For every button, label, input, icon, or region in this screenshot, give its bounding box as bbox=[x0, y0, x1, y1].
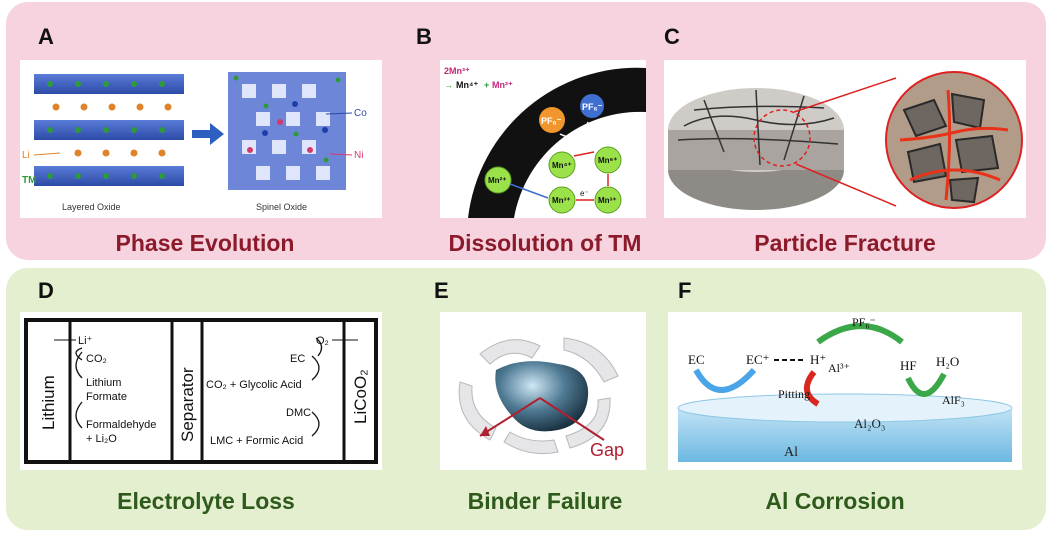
dmc-label: DMC bbox=[286, 407, 311, 419]
formaldehyde-label: Formaldehyde bbox=[86, 419, 156, 431]
particle-fracture-diagram bbox=[668, 71, 1023, 210]
al-corrosion-diagram: EC EC⁺ H⁺ Al³⁺ PF₆⁻ Pitting HF H₂O AlF₃ … bbox=[677, 315, 1013, 462]
panel-d-letter: D bbox=[38, 278, 54, 303]
h2o-label: H₂O bbox=[936, 354, 959, 369]
electrolyte-loss-diagram: Lithium Separator LiCoO₂ Li⁺ CO₂ Lithium… bbox=[24, 318, 378, 464]
phase-evolution-caption: Phase Evolution bbox=[115, 230, 295, 256]
mn6-label: Mn⁶⁺ bbox=[598, 156, 617, 165]
panel-c-image bbox=[664, 60, 1026, 218]
spinel-oxide-grid bbox=[228, 72, 346, 190]
ni-label: Ni bbox=[354, 150, 363, 161]
co-label: Co bbox=[354, 108, 367, 119]
eq-left: 2Mn³⁺ bbox=[444, 66, 470, 76]
co2-label: CO₂ bbox=[86, 353, 107, 365]
h-plus-label: H⁺ bbox=[810, 352, 826, 367]
formate-label: Formate bbox=[86, 391, 127, 403]
panel-e-letter: E bbox=[434, 278, 449, 303]
mn3-left-label: Mn³⁺ bbox=[552, 196, 570, 205]
lithium-word-label: Lithium bbox=[86, 377, 121, 389]
eq-right2: Mn²⁺ bbox=[492, 80, 513, 90]
electron-label-2: e⁻ bbox=[580, 189, 589, 198]
li-label: Li bbox=[22, 150, 30, 161]
panel-e-image: Gap bbox=[440, 312, 646, 470]
dissolution-diagram: 2Mn³⁺ → Mn⁴⁺ + Mn²⁺ PF₆⁻ PF₆⁻ e⁻ Mn⁴⁺ Mn… bbox=[444, 66, 646, 218]
glycolic-label: CO₂ + Glycolic Acid bbox=[206, 379, 302, 391]
panel-a-letter: A bbox=[38, 24, 54, 49]
pf6-orange-label: PF₆⁻ bbox=[541, 116, 562, 126]
al-label: Al bbox=[784, 445, 798, 460]
tm-label: TM bbox=[22, 175, 36, 186]
panel-f-image: EC EC⁺ H⁺ Al³⁺ PF₆⁻ Pitting HF H₂O AlF₃ … bbox=[668, 312, 1022, 470]
alf3-label: AlF₃ bbox=[942, 393, 965, 407]
ec-plus-label: EC⁺ bbox=[746, 352, 769, 367]
al3-label: Al³⁺ bbox=[828, 361, 850, 375]
electron-label-1: e⁻ bbox=[572, 135, 581, 144]
binder-failure-diagram: Gap bbox=[458, 337, 624, 460]
dissolution-caption: Dissolution of TM bbox=[448, 230, 642, 256]
transformation-arrow bbox=[192, 123, 224, 145]
lithium-electrode-label: Lithium bbox=[39, 375, 58, 430]
spinel-oxide-label: Spinel Oxide bbox=[256, 202, 307, 212]
li2o-label: + Li₂O bbox=[86, 433, 117, 445]
pf6-blue-label: PF₆⁻ bbox=[582, 102, 603, 112]
mn4-center-label: Mn⁴⁺ bbox=[552, 161, 572, 170]
eq-right1: Mn⁴⁺ bbox=[456, 80, 478, 90]
eq-plus: + bbox=[484, 80, 489, 90]
panel-b-image: 2Mn³⁺ → Mn⁴⁺ + Mn²⁺ PF₆⁻ PF₆⁻ e⁻ Mn⁴⁺ Mn… bbox=[440, 60, 646, 218]
li-plus-label: Li⁺ bbox=[78, 335, 93, 347]
panel-a-image: Li TM Co Ni Layered Oxide Spinel Oxide bbox=[20, 60, 382, 218]
hf-label: HF bbox=[900, 358, 917, 373]
layered-oxide-slabs bbox=[34, 74, 184, 186]
al2o3-label: Al₂O₃ bbox=[854, 416, 885, 431]
layered-oxide-label: Layered Oxide bbox=[62, 202, 121, 212]
phase-evolution-diagram: Li TM Co Ni Layered Oxide Spinel Oxide bbox=[22, 72, 367, 212]
pitting-label: Pitting bbox=[778, 387, 810, 401]
panel-b-letter: B bbox=[416, 24, 432, 49]
panel-f-letter: F bbox=[678, 278, 692, 303]
separator-label: Separator bbox=[178, 367, 197, 442]
electrolyte-loss-caption: Electrolyte Loss bbox=[117, 488, 295, 514]
ec-label: EC bbox=[290, 353, 305, 365]
svg-text:→: → bbox=[444, 80, 453, 90]
mn3-right-label: Mn³⁺ bbox=[598, 196, 616, 205]
binder-failure-caption: Binder Failure bbox=[467, 488, 623, 514]
mn2-label: Mn²⁺ bbox=[488, 176, 506, 185]
panel-d-image: Lithium Separator LiCoO₂ Li⁺ CO₂ Lithium… bbox=[20, 312, 382, 470]
ec-label: EC bbox=[688, 352, 705, 367]
pf6-label: PF₆⁻ bbox=[852, 315, 876, 329]
al-corrosion-caption: Al Corrosion bbox=[765, 488, 905, 514]
lmc-label: LMC + Formic Acid bbox=[210, 435, 303, 447]
particle-fracture-caption: Particle Fracture bbox=[754, 230, 936, 256]
gap-label: Gap bbox=[590, 440, 624, 460]
panel-c-letter: C bbox=[664, 24, 680, 49]
o2-label: O₂ bbox=[316, 335, 329, 347]
licoo2-electrode-label: LiCoO₂ bbox=[351, 369, 370, 424]
